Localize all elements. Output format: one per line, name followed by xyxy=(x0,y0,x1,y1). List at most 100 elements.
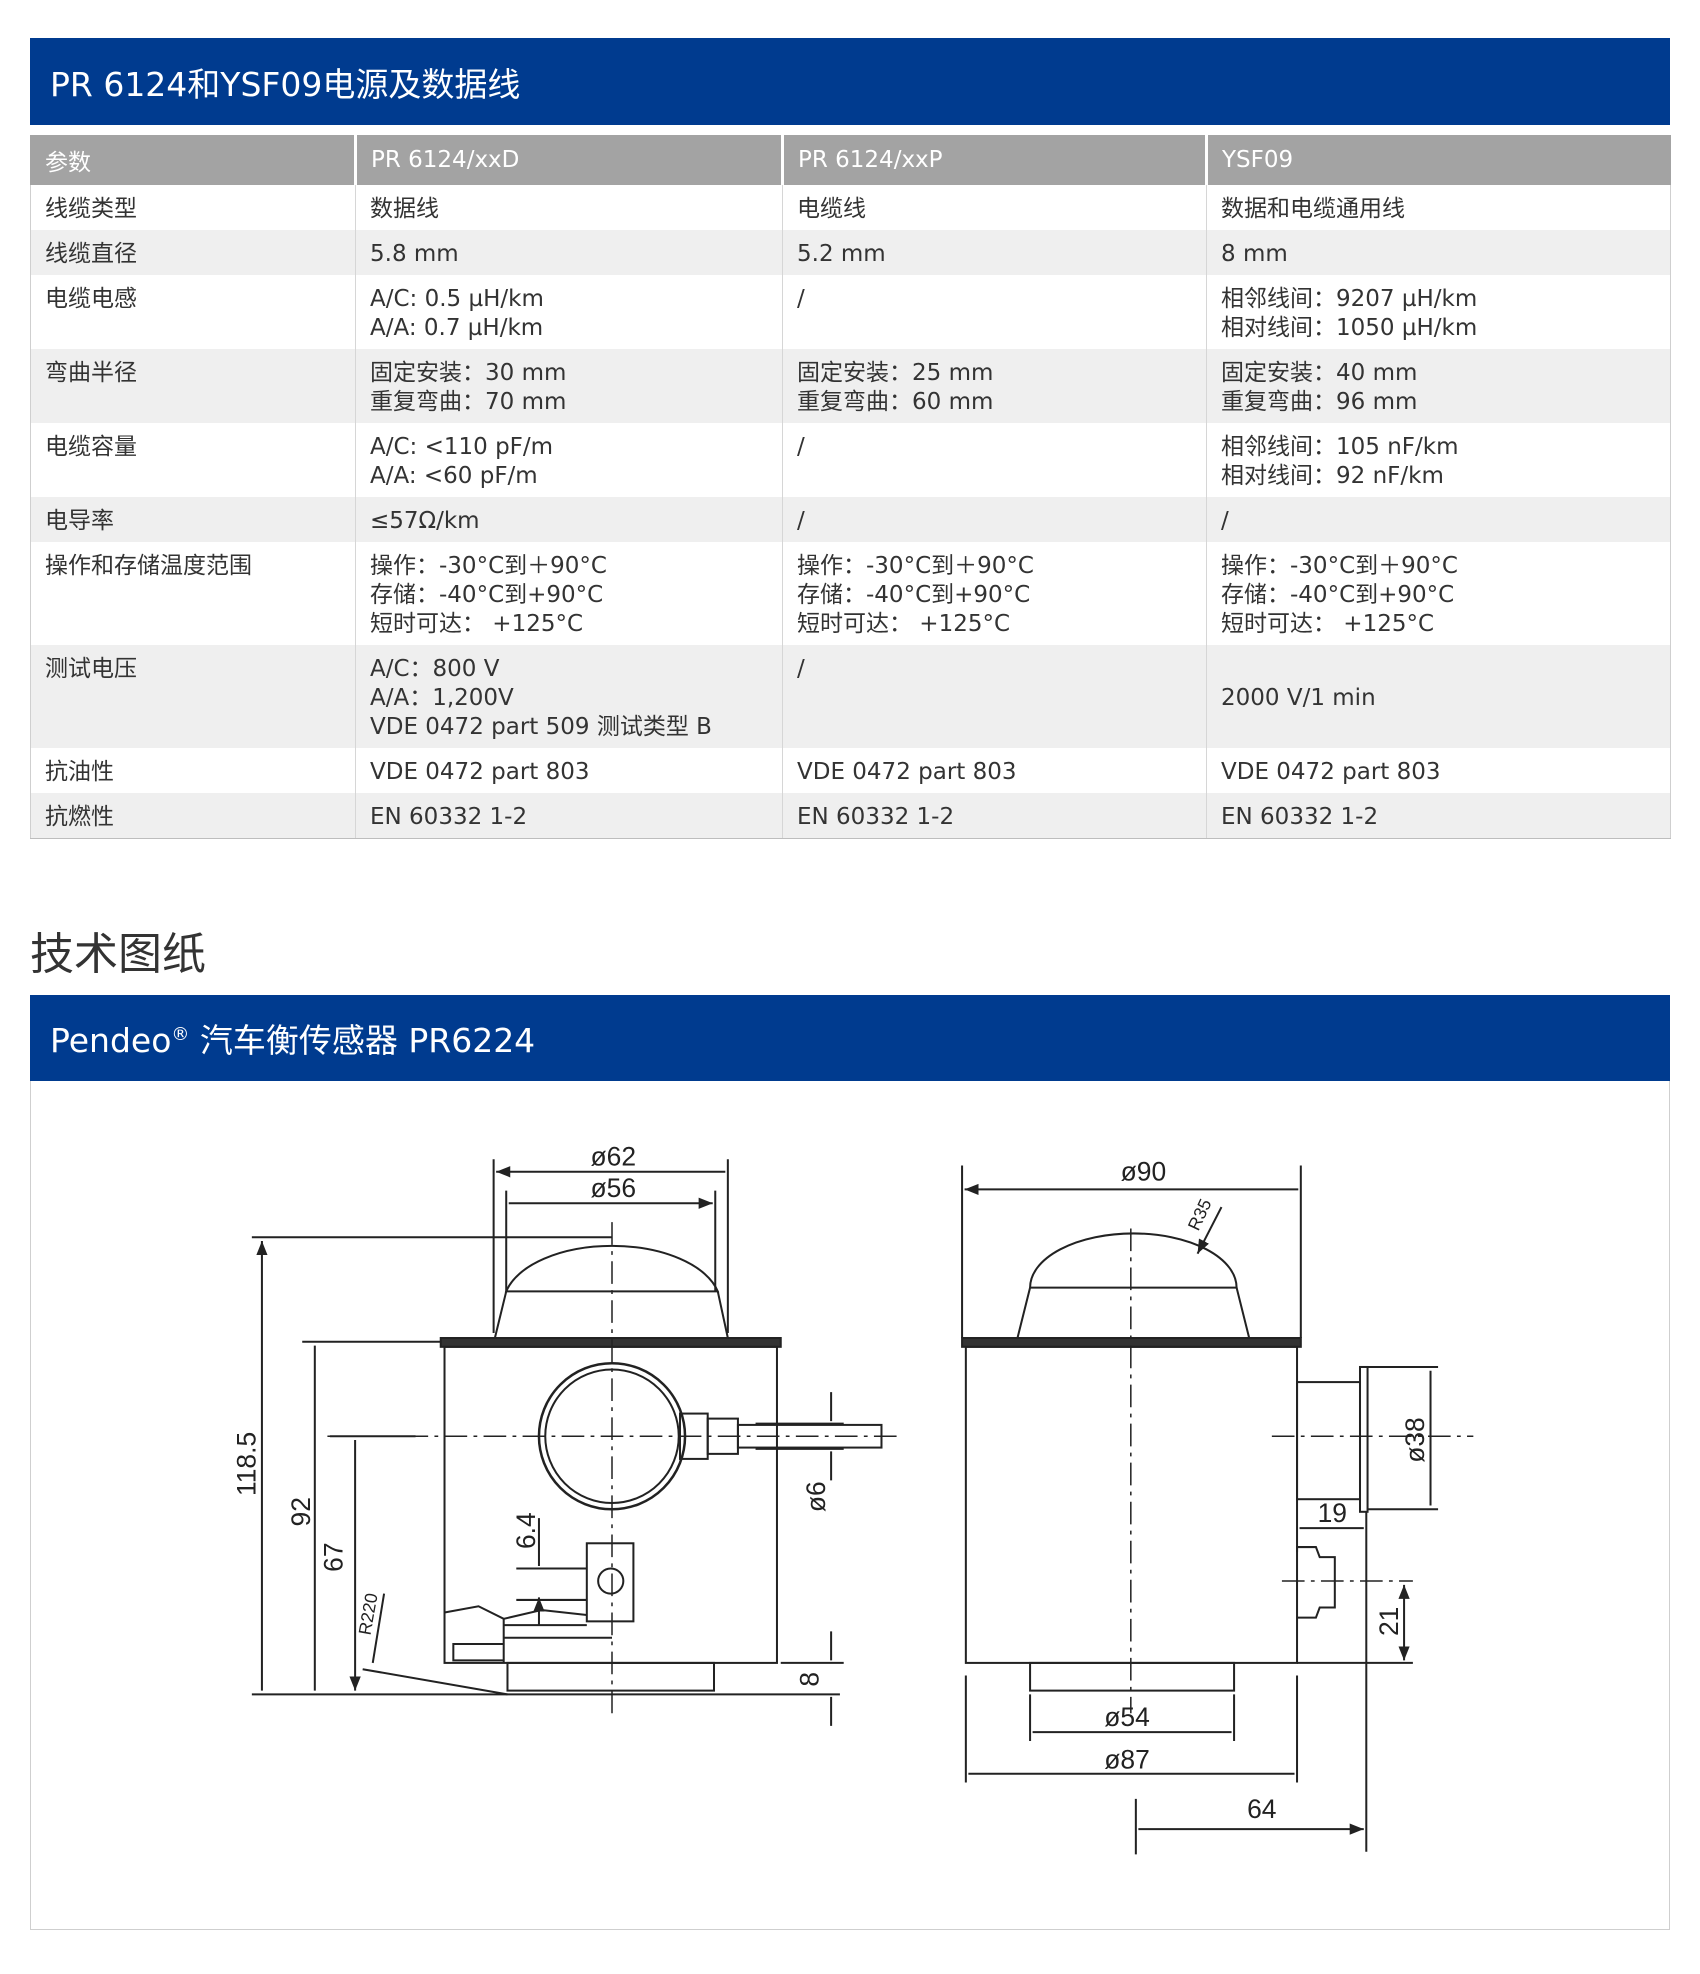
cell-line: / xyxy=(797,434,805,460)
value-cell: EN 60332 1-2 xyxy=(782,793,1207,839)
dim-label: ø56 xyxy=(590,1173,636,1203)
cell-line: 操作：-30°C到＋90°C xyxy=(1221,553,1458,579)
cell-line: 重复弯曲：70 mm xyxy=(370,389,567,415)
cell-line: VDE 0472 part 509 测试类型 B xyxy=(370,714,712,740)
cell-line: 线缆直径 xyxy=(45,241,137,267)
cell-line: / xyxy=(797,656,805,682)
value-cell: VDE 0472 part 803 xyxy=(355,748,783,793)
value-cell: ≤57Ω/km xyxy=(355,497,783,542)
value-cell: 固定安装：40 mm 重复弯曲：96 mm xyxy=(1206,349,1671,423)
load-cell-technical-drawing: ø62 ø56 118.5 92 67 R220 ø6 6.4 8 ø90 R3… xyxy=(232,1142,1474,1855)
cell-line: A/A：1,200V xyxy=(370,685,514,711)
cell-line: A/C: <110 pF/m xyxy=(370,434,554,460)
cell-line: A/C: 0.5 µH/km xyxy=(370,286,544,312)
section-header-drawing: Pendeo® 汽车衡传感器 PR6224 xyxy=(30,995,1670,1081)
cell-line: EN 60332 1-2 xyxy=(370,804,528,830)
cell-line: 抗燃性 xyxy=(45,804,114,830)
cell-line: 测试电压 xyxy=(45,656,137,682)
value-cell: / xyxy=(1206,497,1671,542)
parameter-cell: 电缆容量 xyxy=(30,423,356,497)
value-cell: VDE 0472 part 803 xyxy=(1206,748,1671,793)
table-row: 电导率 ≤57Ω/km / / xyxy=(30,497,1671,542)
cell-line: / xyxy=(1221,508,1229,534)
section-title: PR 6124和YSF09电源及数据线 xyxy=(50,64,521,104)
column-header: PR 6124/xxP xyxy=(781,135,1207,185)
cell-line: 数据线 xyxy=(370,196,439,222)
cell-line: A/C：800 V xyxy=(370,656,500,682)
parameter-cell: 测试电压 xyxy=(30,645,356,748)
parameter-cell: 电缆电感 xyxy=(30,275,356,349)
value-cell: / xyxy=(782,275,1207,349)
value-cell: / xyxy=(782,645,1207,748)
parameter-cell: 抗油性 xyxy=(30,748,356,793)
cell-line: 8 mm xyxy=(1221,241,1288,267)
side-view xyxy=(962,1165,1474,1855)
value-cell: / xyxy=(782,497,1207,542)
cell-line: 电缆线 xyxy=(797,196,866,222)
dim-label: ø90 xyxy=(1121,1157,1167,1187)
dim-label: ø87 xyxy=(1104,1745,1150,1775)
cell-line: 重复弯曲：96 mm xyxy=(1221,389,1418,415)
table-row: 线缆直径 5.8 mm 5.2 mm 8 mm xyxy=(30,230,1671,275)
parameter-cell: 线缆直径 xyxy=(30,230,356,275)
value-cell: 相邻线间：105 nF/km 相对线间：92 nF/km xyxy=(1206,423,1671,497)
cell-line: 存储：-40°C到+90°C xyxy=(797,582,1031,608)
dim-label: 64 xyxy=(1247,1794,1276,1824)
column-header: YSF09 xyxy=(1205,135,1671,185)
dim-label: ø54 xyxy=(1104,1702,1150,1732)
cell-line: 相邻线间：105 nF/km xyxy=(1221,434,1459,460)
cell-line: EN 60332 1-2 xyxy=(1221,804,1379,830)
cell-line: 数据和电缆通用线 xyxy=(1221,196,1405,222)
cell-line: A/A: 0.7 µH/km xyxy=(370,315,544,341)
table-row: 测试电压 A/C：800 V A/A：1,200V VDE 0472 part 5… xyxy=(30,645,1671,748)
parameter-cell: 电导率 xyxy=(30,497,356,542)
drawing-frame xyxy=(30,1081,1670,1930)
value-cell: 8 mm xyxy=(1206,230,1671,275)
cell-line: 电导率 xyxy=(45,508,114,534)
cell-line: 相对线间：92 nF/km xyxy=(1221,463,1444,489)
section-header-cables: PR 6124和YSF09电源及数据线 xyxy=(30,38,1670,125)
value-cell: VDE 0472 part 803 xyxy=(782,748,1207,793)
cell-line: EN 60332 1-2 xyxy=(797,804,955,830)
value-cell: 5.2 mm xyxy=(782,230,1207,275)
dim-label: ø38 xyxy=(1400,1417,1430,1463)
cell-line: / xyxy=(797,508,805,534)
dim-label: 92 xyxy=(286,1497,316,1526)
value-cell: 数据和电缆通用线 xyxy=(1206,185,1671,230)
cell-line: VDE 0472 part 803 xyxy=(1221,759,1441,785)
cell-line: 5.8 mm xyxy=(370,241,459,267)
front-view xyxy=(252,1159,901,1726)
table-row: 抗燃性 EN 60332 1-2 EN 60332 1-2 EN 60332 1-2 xyxy=(30,793,1671,839)
table-row: 线缆类型 数据线 电缆线 数据和电缆通用线 xyxy=(30,185,1671,230)
value-cell: 5.8 mm xyxy=(355,230,783,275)
dim-label: ø6 xyxy=(801,1481,831,1512)
cell-line: 抗油性 xyxy=(45,759,114,785)
cell-line: 固定安装：25 mm xyxy=(797,360,994,386)
table-header-row: 参数 PR 6124/xxD PR 6124/xxP YSF09 xyxy=(30,135,1671,185)
cell-line: 固定安装：40 mm xyxy=(1221,360,1418,386)
dim-label: 6.4 xyxy=(511,1512,541,1549)
cell-line: 操作：-30°C到＋90°C xyxy=(370,553,607,579)
cell-line: 相对线间：1050 µH/km xyxy=(1221,315,1478,341)
dim-label: 19 xyxy=(1318,1498,1347,1528)
dim-label: 67 xyxy=(319,1542,349,1571)
cell-line: 存储：-40°C到+90°C xyxy=(1221,582,1455,608)
dim-label: ø62 xyxy=(590,1142,636,1172)
cell-line: 相邻线间：9207 µH/km xyxy=(1221,286,1478,312)
value-cell: 电缆线 xyxy=(782,185,1207,230)
cell-line: 电缆容量 xyxy=(45,434,137,460)
cell-line: VDE 0472 part 803 xyxy=(797,759,1017,785)
value-cell: EN 60332 1-2 xyxy=(355,793,783,839)
value-cell: 数据线 xyxy=(355,185,783,230)
cell-line: 线缆类型 xyxy=(45,196,137,222)
value-cell: 相邻线间：9207 µH/km 相对线间：1050 µH/km xyxy=(1206,275,1671,349)
